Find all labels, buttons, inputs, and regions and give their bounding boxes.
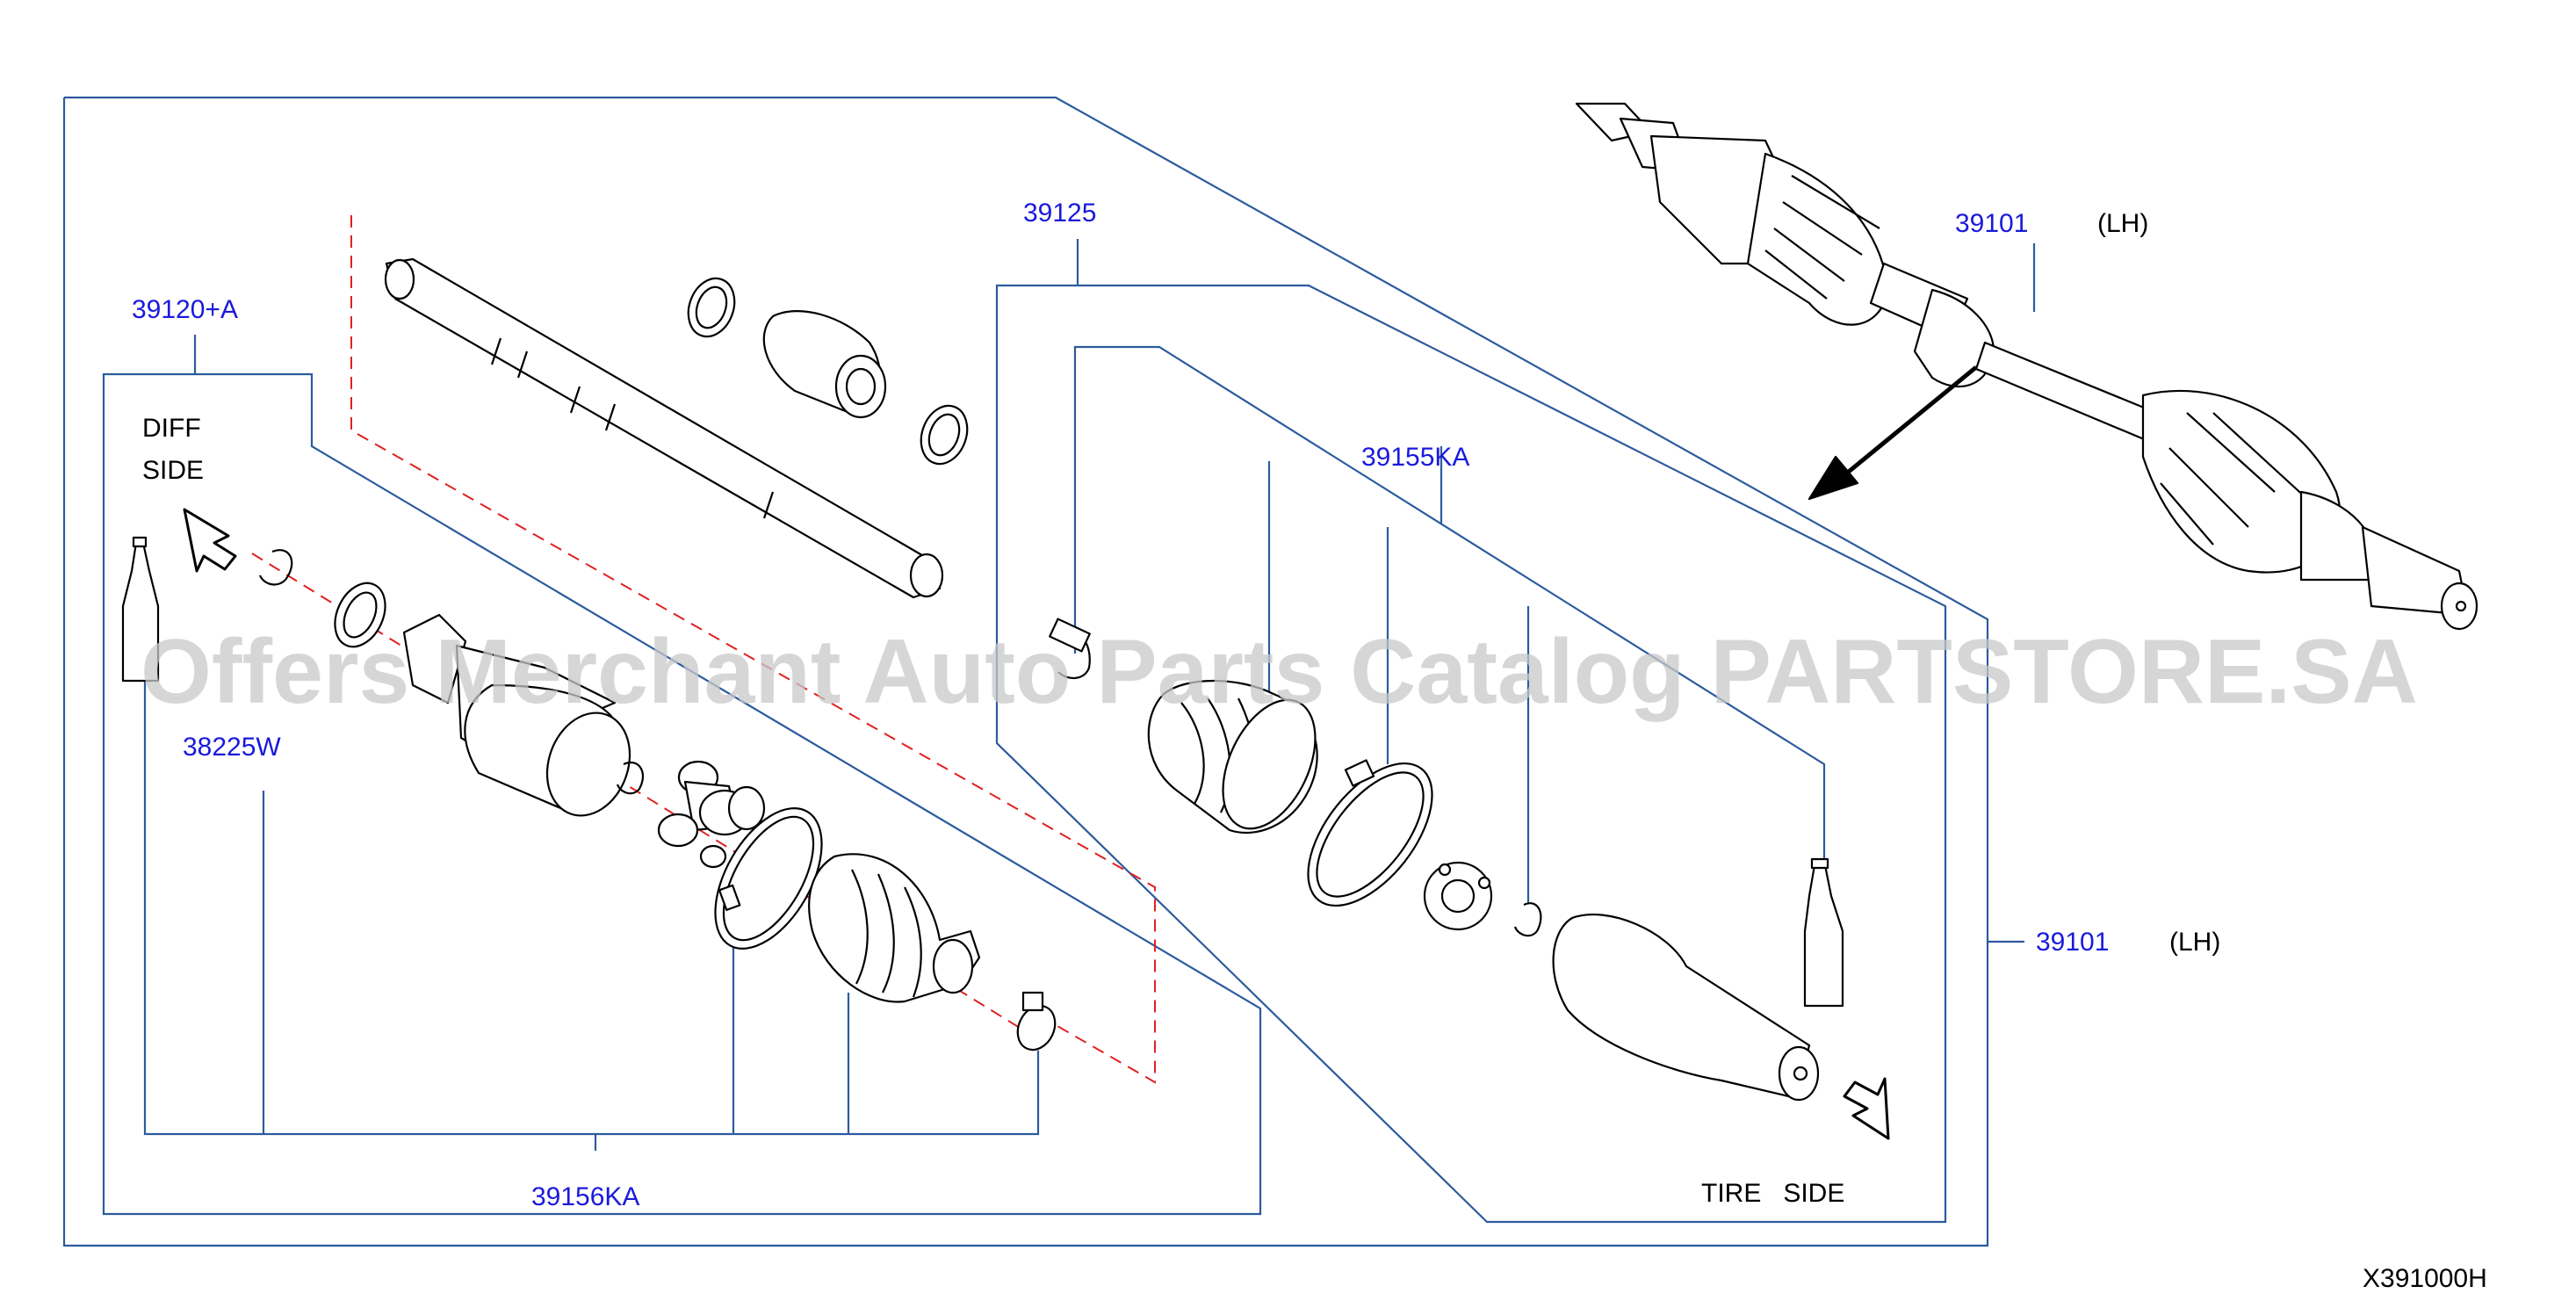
callout-39156ka: 39156KA (531, 1182, 639, 1211)
inner-joint-kit-frame (102, 335, 1262, 1216)
inner-boot (808, 853, 981, 1003)
outer-assembly-frame (62, 96, 1989, 1247)
outer-joint-kit-frame (995, 239, 1947, 1224)
diff-side-arrow (183, 508, 237, 573)
figure-code: X391000H (2363, 1264, 2487, 1293)
callout-39101-right: 39101 (2036, 928, 2109, 957)
grease-tube-left (121, 536, 160, 683)
boot-band-small-outer (1049, 618, 1091, 679)
boot-kit-inner-bracket (143, 681, 1040, 1136)
callout-39155ka: 39155KA (1361, 443, 1469, 472)
explode-arrow (1808, 365, 1978, 501)
grease-tube-right (1803, 857, 1844, 1008)
snap-ring-small (616, 762, 645, 795)
shaft-centerline (350, 215, 1156, 1084)
leader-lines (62, 96, 2036, 1247)
boot-band-large-outer (1307, 759, 1433, 907)
tripod-joint (657, 760, 766, 869)
callout-39101-right-side: (LH) (2169, 928, 2220, 957)
diff-side-label-line1: DIFF (142, 414, 201, 443)
callout-39120-a: 39120+A (132, 295, 238, 324)
boot-band-small-inner (1016, 991, 1057, 1051)
snap-ring-outer (1513, 902, 1542, 937)
part-drawings (121, 102, 2479, 1140)
watermark-text: Offers Merchant Auto Parts Catalog PARTS… (141, 621, 2418, 723)
seal-ring (334, 582, 386, 648)
callout-labels: 39101 (LH) 39101 (LH) 39120+A 39125 3915… (132, 199, 2220, 1211)
inner-joint-housing (402, 613, 631, 817)
boot-kit-outer-frame (1073, 345, 1826, 863)
complete-axle-illustration (1575, 102, 2479, 631)
tire-side-label: TIRE SIDE (1701, 1179, 1844, 1208)
direction-labels: DIFF SIDE TIRE SIDE X391000H (142, 414, 2487, 1293)
axle-shaft (384, 257, 944, 599)
snap-ring-inner (258, 549, 293, 586)
callout-39125: 39125 (1023, 199, 1096, 228)
boot-band-large-inner (714, 807, 823, 950)
dynamic-damper (687, 277, 969, 466)
outer-joint-housing (1552, 914, 1820, 1102)
callout-39101-top: 39101 (1955, 209, 2028, 238)
callout-38225w: 38225W (183, 733, 281, 762)
outer-boot (1147, 679, 1318, 835)
tire-side-arrow (1843, 1077, 1890, 1140)
diff-side-label-line2: SIDE (142, 456, 204, 485)
callout-39101-top-side: (LH) (2097, 209, 2148, 238)
inner-race (1423, 861, 1493, 931)
